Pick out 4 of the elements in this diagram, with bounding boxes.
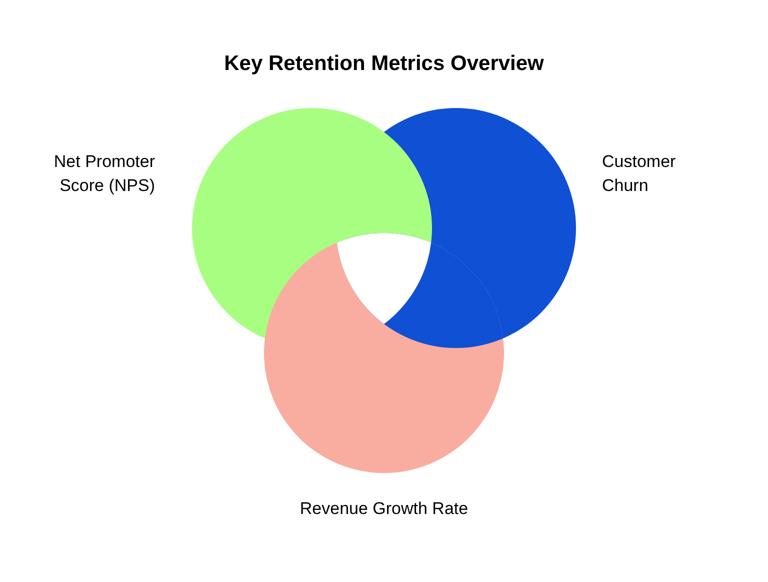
- circle-label: Net Promoter Score (NPS): [52, 151, 155, 197]
- diagram-title: Key Retention Metrics Overview: [223, 52, 545, 76]
- circle-label: Revenue Growth Rate: [298, 498, 470, 520]
- circle-label: Customer Churn: [602, 151, 677, 197]
